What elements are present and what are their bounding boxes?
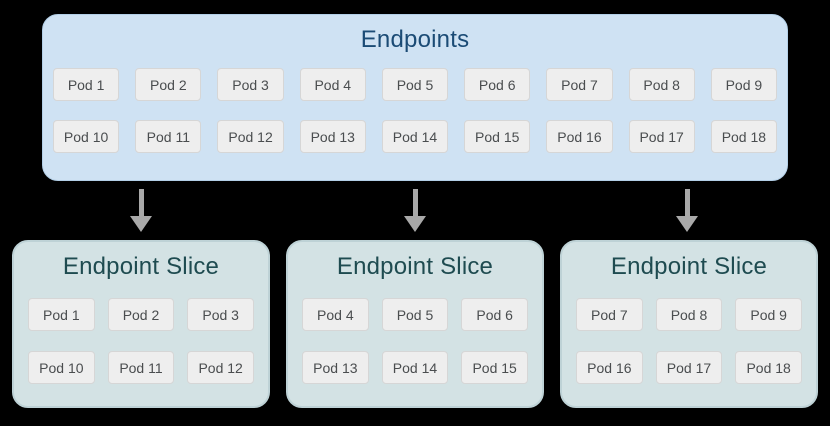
pod-chip: Pod 11 <box>107 351 175 384</box>
pod-chip: Pod 3 <box>187 298 254 331</box>
pod-chip: Pod 18 <box>710 120 777 153</box>
pod-chip: Pod 16 <box>546 120 613 153</box>
down-arrow-icon <box>676 189 698 232</box>
pod-chip: Pod 7 <box>576 298 643 331</box>
endpoints-pod-grid: Pod 1 Pod 2 Pod 3 Pod 4 Pod 5 Pod 6 Pod 7 Pod 8… <box>53 68 777 153</box>
pod-chip: Pod 4 <box>299 68 366 101</box>
pod-chip: Pod 5 <box>381 298 449 331</box>
pod-chip: Pod 12 <box>217 120 284 153</box>
endpoints-title: Endpoints <box>360 26 470 53</box>
pod-chip: Pod 17 <box>655 351 723 384</box>
pod-chip: Pod 6 <box>464 68 531 101</box>
pod-chip: Pod 1 <box>28 298 95 331</box>
down-arrow-icon <box>404 189 426 232</box>
endpoints-box: Endpoints Pod 1 Pod 2 Pod 3 Pod 4 Pod 5 Pod 6… <box>42 14 788 181</box>
pod-chip: Pod 13 <box>302 351 369 384</box>
pod-chip: Pod 18 <box>735 351 802 384</box>
pod-chip: Pod 14 <box>381 351 449 384</box>
pod-chip: Pod 7 <box>546 68 613 101</box>
pod-chip: Pod 9 <box>710 68 777 101</box>
endpoint-slice-title: Endpoint Slice <box>610 253 768 280</box>
pod-chip: Pod 8 <box>655 298 723 331</box>
endpoint-slice-title: Endpoint Slice <box>62 253 220 280</box>
pod-chip: Pod 2 <box>135 68 202 101</box>
slice-pod-grid-3: Pod 7 Pod 8 Pod 9 Pod 16 Pod 17 Pod 18 <box>576 298 802 384</box>
pod-chip: Pod 5 <box>381 68 449 101</box>
pod-chip: Pod 13 <box>299 120 366 153</box>
down-arrow-icon <box>130 189 152 232</box>
pod-chip: Pod 1 <box>53 68 120 101</box>
pod-chip: Pod 17 <box>628 120 695 153</box>
pod-chip: Pod 10 <box>28 351 95 384</box>
pod-chip: Pod 16 <box>576 351 643 384</box>
pod-chip: Pod 3 <box>217 68 284 101</box>
pod-chip: Pod 9 <box>735 298 802 331</box>
slice-pod-grid-2: Pod 4 Pod 5 Pod 6 Pod 13 Pod 14 Pod 15 <box>302 298 528 384</box>
pod-chip: Pod 14 <box>381 120 449 153</box>
pod-chip: Pod 6 <box>461 298 528 331</box>
pod-chip: Pod 2 <box>107 298 175 331</box>
pod-chip: Pod 4 <box>302 298 369 331</box>
pod-chip: Pod 8 <box>628 68 695 101</box>
pod-chip: Pod 11 <box>135 120 202 153</box>
pod-chip: Pod 10 <box>53 120 120 153</box>
slice-pod-grid-1: Pod 1 Pod 2 Pod 3 Pod 10 Pod 11 Pod 12 <box>28 298 254 384</box>
pod-chip: Pod 12 <box>187 351 254 384</box>
pod-chip: Pod 15 <box>464 120 531 153</box>
endpoint-slice-title: Endpoint Slice <box>336 253 494 280</box>
pod-chip: Pod 15 <box>461 351 528 384</box>
